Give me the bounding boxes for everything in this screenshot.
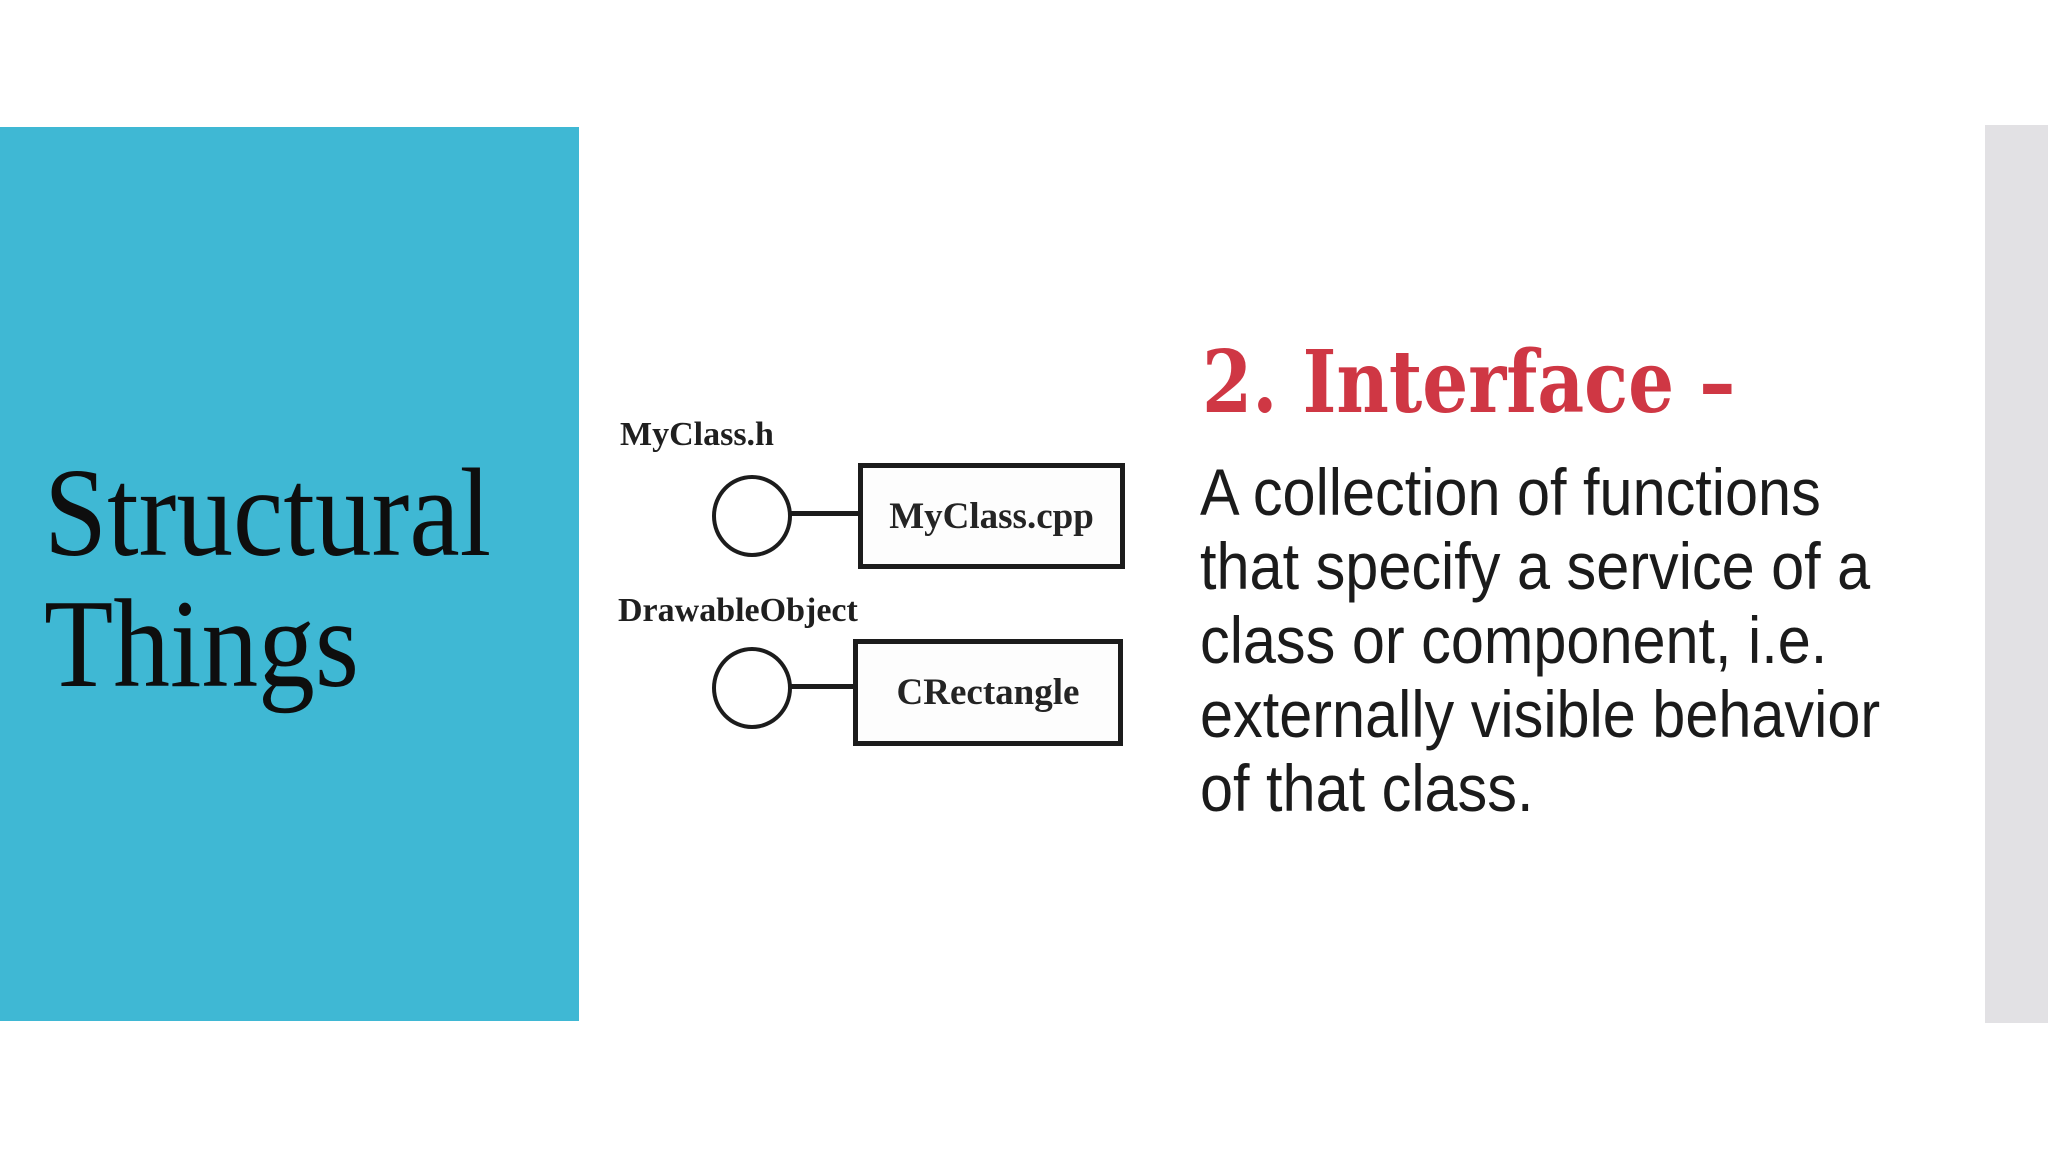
- lollipop-interface-circle-icon: [712, 475, 792, 557]
- slide-title: Structural Things: [44, 448, 491, 710]
- class-box: MyClass.cpp: [858, 463, 1125, 569]
- slide-title-line-1: Structural: [44, 444, 492, 583]
- section-heading: 2. Interface –: [1202, 332, 1736, 433]
- class-box: CRectangle: [853, 639, 1123, 746]
- title-accent-panel: [0, 127, 579, 1021]
- connector-line: [789, 684, 855, 689]
- lollipop-interface-circle-icon: [712, 647, 792, 729]
- interface-name-label: MyClass.h: [620, 416, 774, 453]
- right-edge-strip: [1985, 125, 2048, 1023]
- interface-name-label: DrawableObject: [618, 592, 858, 629]
- connector-line: [789, 511, 859, 516]
- slide-title-line-2: Things: [44, 575, 360, 715]
- section-body-text: A collection of functions that specify a…: [1200, 455, 1881, 825]
